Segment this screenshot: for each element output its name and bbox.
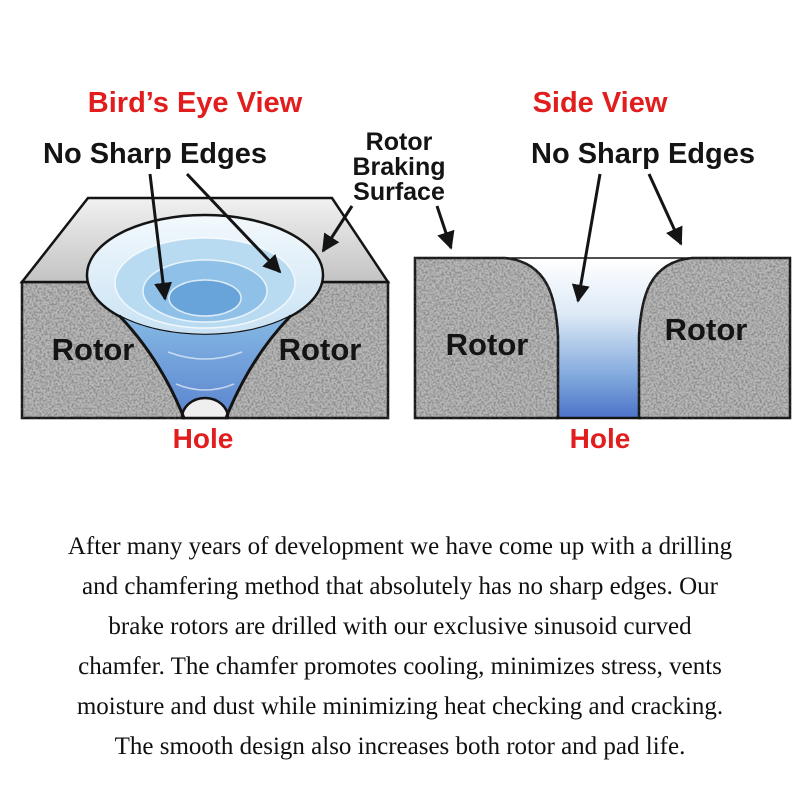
birdseye-view-diagram: Rotor Rotor Hole [19,196,391,454]
side-rotor-block-right [637,256,792,420]
chamfer-contour-3 [168,279,242,317]
side-rotor-block-left [413,256,560,420]
cut-edge-right [224,315,292,420]
no-sharp-edges-label-right: No Sharp Edges [531,138,755,170]
braking-surface-label-line1: Rotor [366,128,433,156]
description-paragraph: After many years of development we have … [67,533,733,760]
funnel-contour-line [167,351,243,360]
rotor-label-left: Rotor [446,327,529,362]
birdseye-title: Bird’s Eye View [88,87,303,119]
no-sharp-edges-arrow-left-1 [148,173,173,301]
braking-surface-label-line3: Surface [353,178,445,206]
hole-label: Hole [173,423,234,454]
side-view-blocks [413,256,792,420]
side-view-diagram: Rotor Rotor Hole [413,256,792,454]
rotor-diagrams: Rotor Rotor Hole Rotor Rotor Hole Bird’s… [19,87,792,454]
braking-surface-arrow-right [435,205,455,250]
no-sharp-edges-arrow-right-1 [571,173,602,303]
callout-labels: Bird’s Eye View Side View No Sharp Edges… [43,87,755,206]
chamfer-funnel [120,316,290,418]
no-sharp-edges-label-left: No Sharp Edges [43,138,267,170]
cut-edge-left [118,315,186,420]
braking-surface-arrow-left [321,205,354,253]
rotor-label-right: Rotor [665,312,748,347]
rotor-label-left: Rotor [52,332,135,367]
braking-surface-label-line2: Braking [352,153,445,181]
sideview-title: Side View [533,87,668,119]
funnel-contour-line [175,383,235,391]
no-sharp-edges-arrow-left-2 [185,172,282,274]
no-sharp-edges-arrow-right-2 [647,173,683,246]
rotor-label-right: Rotor [279,332,362,367]
callout-arrows [148,172,683,303]
hole-channel [505,258,692,418]
hole-label: Hole [570,423,631,454]
